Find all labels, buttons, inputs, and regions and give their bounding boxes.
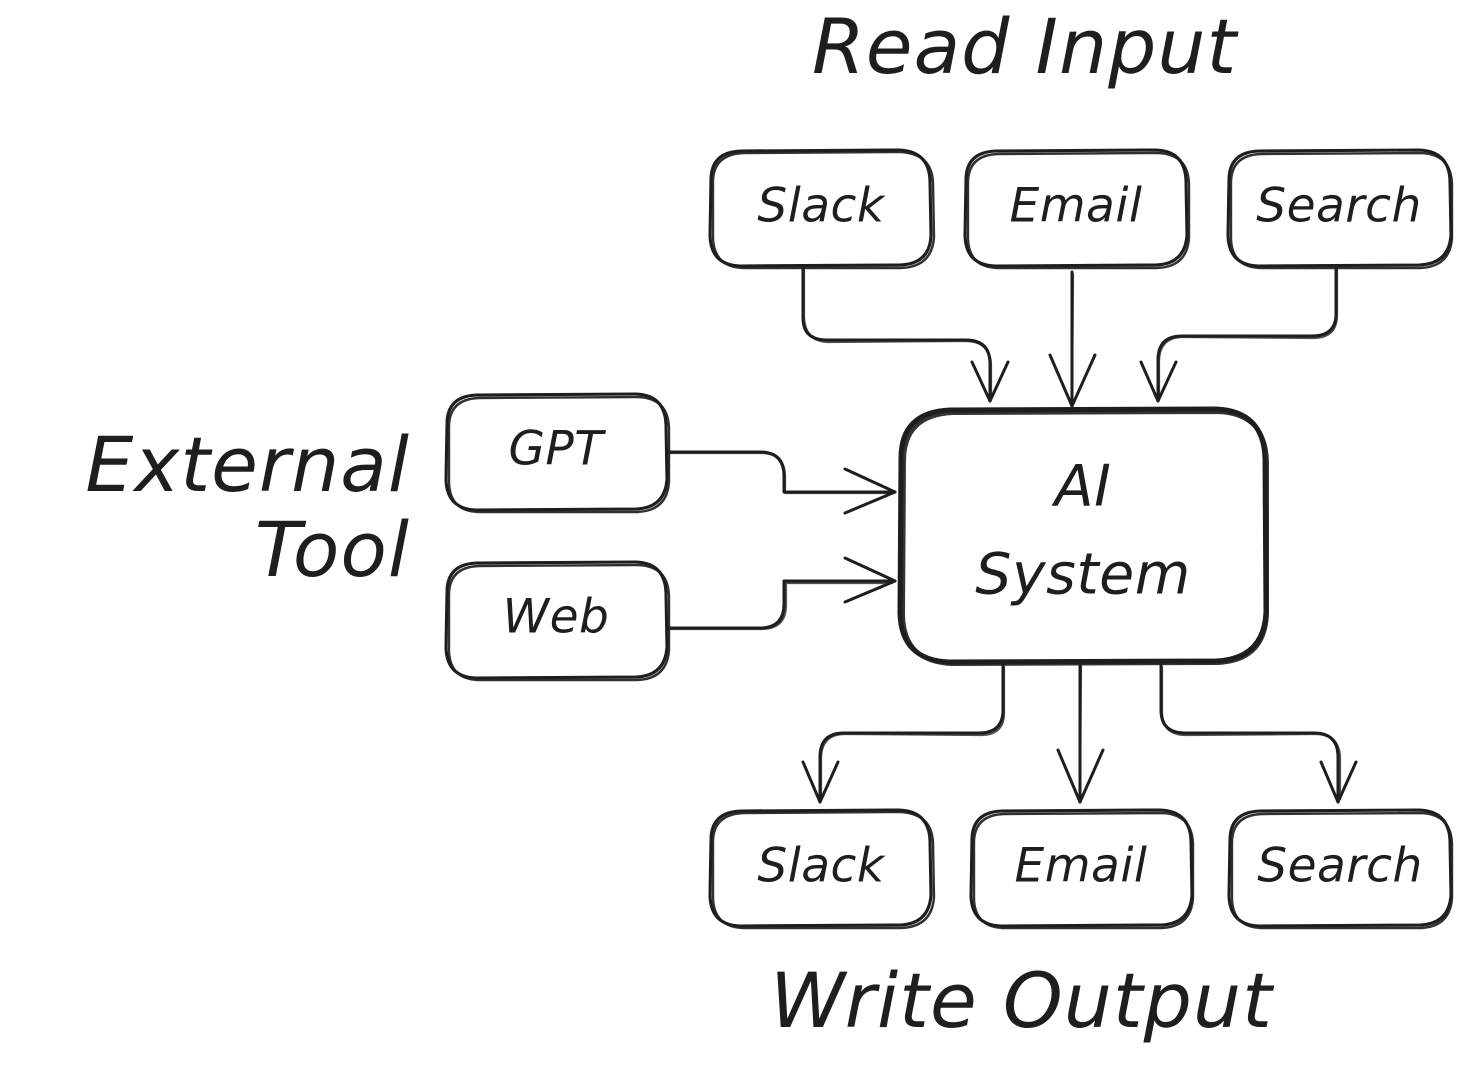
ai-system-label-line1: AI — [1051, 454, 1112, 520]
input-slack-label: Slack — [757, 179, 886, 234]
node-ai-system[interactable]: AI System — [897, 406, 1269, 666]
input-email-label: Email — [1010, 179, 1143, 234]
node-output-email[interactable]: Email — [969, 808, 1195, 930]
node-tool-web[interactable]: Web — [444, 560, 671, 682]
output-search-label: Search — [1257, 839, 1423, 894]
node-tool-gpt[interactable]: GPT — [444, 392, 671, 514]
node-output-slack[interactable]: Slack — [708, 808, 936, 930]
group-label-read-input: Read Input — [812, 2, 1238, 91]
edge-gpt-in — [666, 450, 897, 515]
edge-slack-in — [801, 266, 1010, 403]
node-input-email[interactable]: Email — [963, 148, 1191, 270]
input-search-label: Search — [1256, 179, 1422, 234]
edge-email-in — [1048, 270, 1097, 408]
group-label-write-output: Write Output — [770, 956, 1273, 1045]
edge-email-out — [1056, 662, 1105, 804]
node-input-search[interactable]: Search — [1226, 148, 1454, 270]
ai-system-label-line2: System — [975, 542, 1191, 608]
group-label-external-tool: External Tool — [85, 420, 410, 595]
edge-search-out — [1159, 663, 1358, 804]
edge-slack-out — [801, 663, 1006, 804]
node-output-search[interactable]: Search — [1227, 808, 1454, 930]
tool-web-label: Web — [503, 590, 610, 645]
output-email-label: Email — [1015, 839, 1148, 894]
output-slack-label: Slack — [757, 839, 886, 894]
node-input-slack[interactable]: Slack — [708, 148, 936, 270]
edge-web-in — [666, 556, 897, 631]
tool-gpt-label: GPT — [509, 422, 607, 477]
edge-search-in — [1139, 266, 1339, 403]
